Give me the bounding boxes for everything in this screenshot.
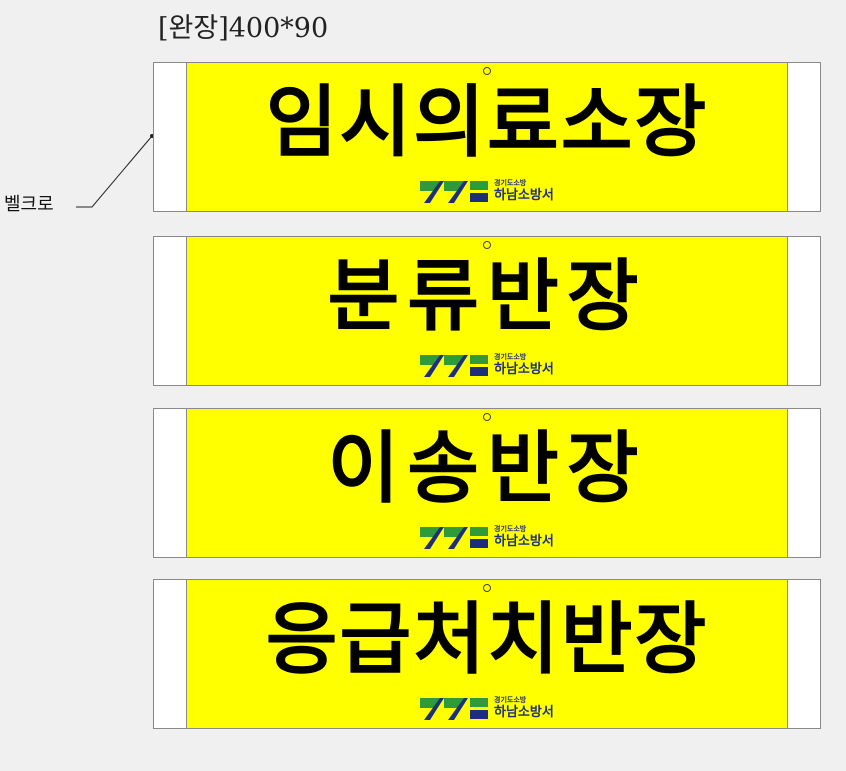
armband-face: 분류반장 경기도소방 하남소방서 [187, 237, 787, 385]
grommet-hole [483, 67, 491, 75]
armband-face: 이송반장 경기도소방 하남소방서 [187, 409, 787, 557]
velcro-strip-left [154, 237, 187, 385]
org-main-text: 하남소방서 [494, 705, 554, 720]
org-small-text: 경기도소방 [494, 179, 527, 187]
org-main-text: 하남소방서 [494, 188, 554, 203]
org-small-text: 경기도소방 [494, 353, 527, 361]
fire-station-logo: 경기도소방 하남소방서 [420, 177, 570, 207]
armband-role-text: 임시의료소장 [265, 78, 709, 168]
fire-station-logo: 경기도소방 하남소방서 [420, 694, 570, 724]
grommet-hole [483, 584, 491, 592]
armband-role-text: 응급처치반장 [265, 595, 709, 685]
armband-role-text: 분류반장 [327, 252, 647, 342]
velcro-strip-left [154, 63, 187, 211]
velcro-strip-left [154, 409, 187, 557]
velcro-strip-right [787, 63, 820, 211]
armband-transport-chief: 이송반장 경기도소방 하남소방서 [153, 408, 821, 558]
armband-face: 임시의료소장 경기도소방 하남소방서 [187, 63, 787, 211]
org-main-text: 하남소방서 [494, 362, 554, 377]
fire-station-logo: 경기도소방 하남소방서 [420, 351, 570, 381]
armband-triage-chief: 분류반장 경기도소방 하남소방서 [153, 236, 821, 386]
org-main-text: 하남소방서 [494, 534, 554, 549]
grommet-hole [483, 241, 491, 249]
fire-logo-icon [420, 181, 488, 203]
armband-temporary-medical-chief: 임시의료소장 경기도소방 하남소방서 [153, 62, 821, 212]
fire-logo-icon [420, 527, 488, 549]
armband-role-text: 이송반장 [327, 424, 647, 514]
spec-title: [완장]400*90 [158, 13, 329, 44]
velcro-strip-right [787, 409, 820, 557]
org-small-text: 경기도소방 [494, 525, 527, 533]
velcro-strip-left [154, 580, 187, 728]
velcro-label: 벨크로 [4, 194, 54, 215]
velcro-strip-right [787, 237, 820, 385]
armband-face: 응급처치반장 경기도소방 하남소방서 [187, 580, 787, 728]
fire-logo-icon [420, 355, 488, 377]
velcro-strip-right [787, 580, 820, 728]
armband-first-aid-chief: 응급처치반장 경기도소방 하남소방서 [153, 579, 821, 729]
org-small-text: 경기도소방 [494, 696, 527, 704]
fire-logo-icon [420, 698, 488, 720]
grommet-hole [483, 413, 491, 421]
fire-station-logo: 경기도소방 하남소방서 [420, 523, 570, 553]
